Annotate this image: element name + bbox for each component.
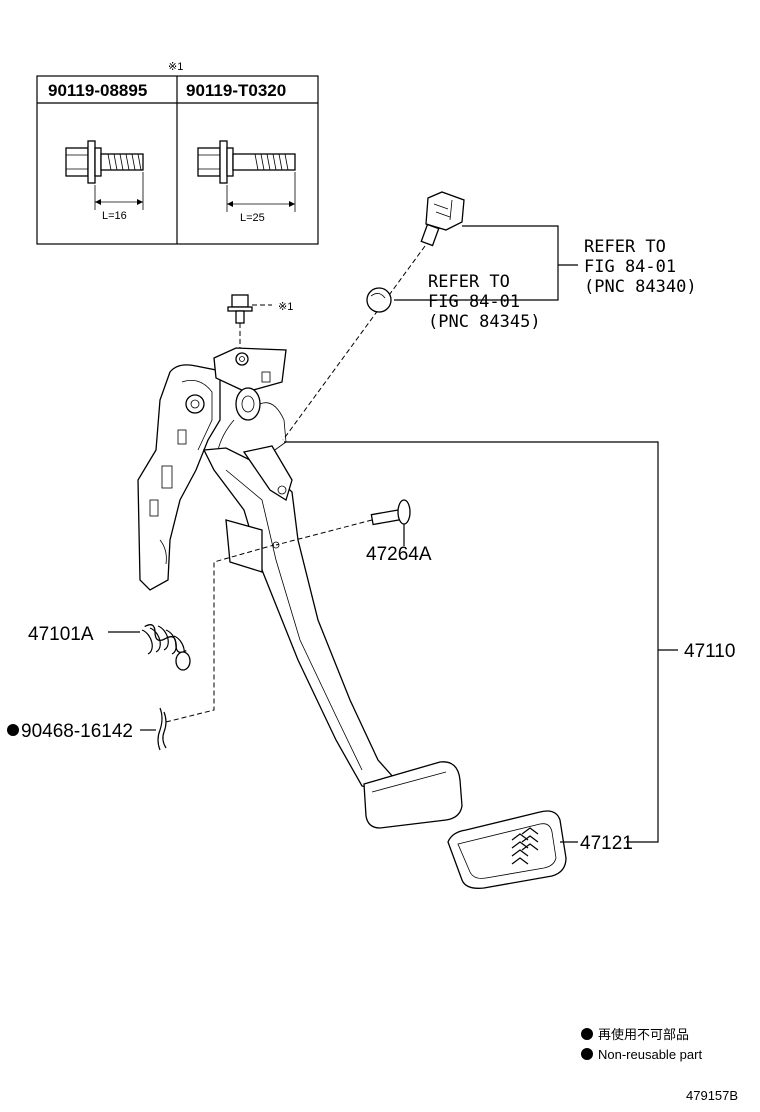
- table-length-1: L=16: [102, 210, 127, 222]
- part-label-47264A: 47264A: [366, 544, 432, 565]
- part-label-47121: 47121: [580, 833, 633, 854]
- part-label-47110: 47110: [684, 641, 735, 662]
- legend: 再使用不可部品 Non-reusable part: [581, 1027, 702, 1062]
- clip-icon: [140, 544, 275, 751]
- legend-dot-icon: [581, 1048, 593, 1060]
- brake-pedal-assembly-icon: [137, 347, 463, 829]
- table-note-mark: ※1: [168, 61, 183, 73]
- bolt-icon-long: [197, 140, 296, 212]
- svg-text:FIG 84-01: FIG 84-01: [584, 257, 676, 277]
- mounting-bolt-icon: [227, 294, 272, 352]
- svg-text:(PNC 84345): (PNC 84345): [428, 312, 541, 332]
- figure-id: 479157B: [686, 1088, 738, 1103]
- bolt-table: ※1 90119-08895 90119-T0320 L=16: [36, 61, 319, 245]
- ref-fig-84345: REFER TO FIG 84-01 (PNC 84345): [428, 272, 541, 332]
- pedal-pad-icon: [447, 810, 567, 889]
- legend-en: Non-reusable part: [598, 1047, 702, 1062]
- non-reusable-mark-icon: [7, 724, 19, 736]
- part-label-90468: 90468-16142: [21, 721, 133, 742]
- table-part-no-2: 90119-T0320: [186, 81, 286, 100]
- table-part-no-1: 90119-08895: [48, 81, 147, 100]
- stop-lamp-switch-icon: [282, 191, 465, 441]
- svg-text:REFER TO: REFER TO: [584, 237, 666, 257]
- legend-dot-icon: [581, 1028, 593, 1040]
- svg-text:REFER TO: REFER TO: [428, 272, 510, 292]
- legend-jp: 再使用不可部品: [598, 1027, 689, 1042]
- bolt-icon-short: [65, 140, 144, 210]
- ref-fig-84340: REFER TO FIG 84-01 (PNC 84340): [584, 237, 697, 297]
- svg-text:FIG 84-01: FIG 84-01: [428, 292, 520, 312]
- bolt-note-mark: ※1: [278, 301, 293, 313]
- clevis-pin-icon: [275, 499, 411, 546]
- svg-text:(PNC 84340): (PNC 84340): [584, 277, 697, 297]
- part-label-47101A: 47101A: [28, 624, 94, 645]
- cushion-stopper-icon: [366, 287, 392, 313]
- table-length-2: L=25: [240, 212, 265, 224]
- return-spring-icon: [108, 624, 191, 671]
